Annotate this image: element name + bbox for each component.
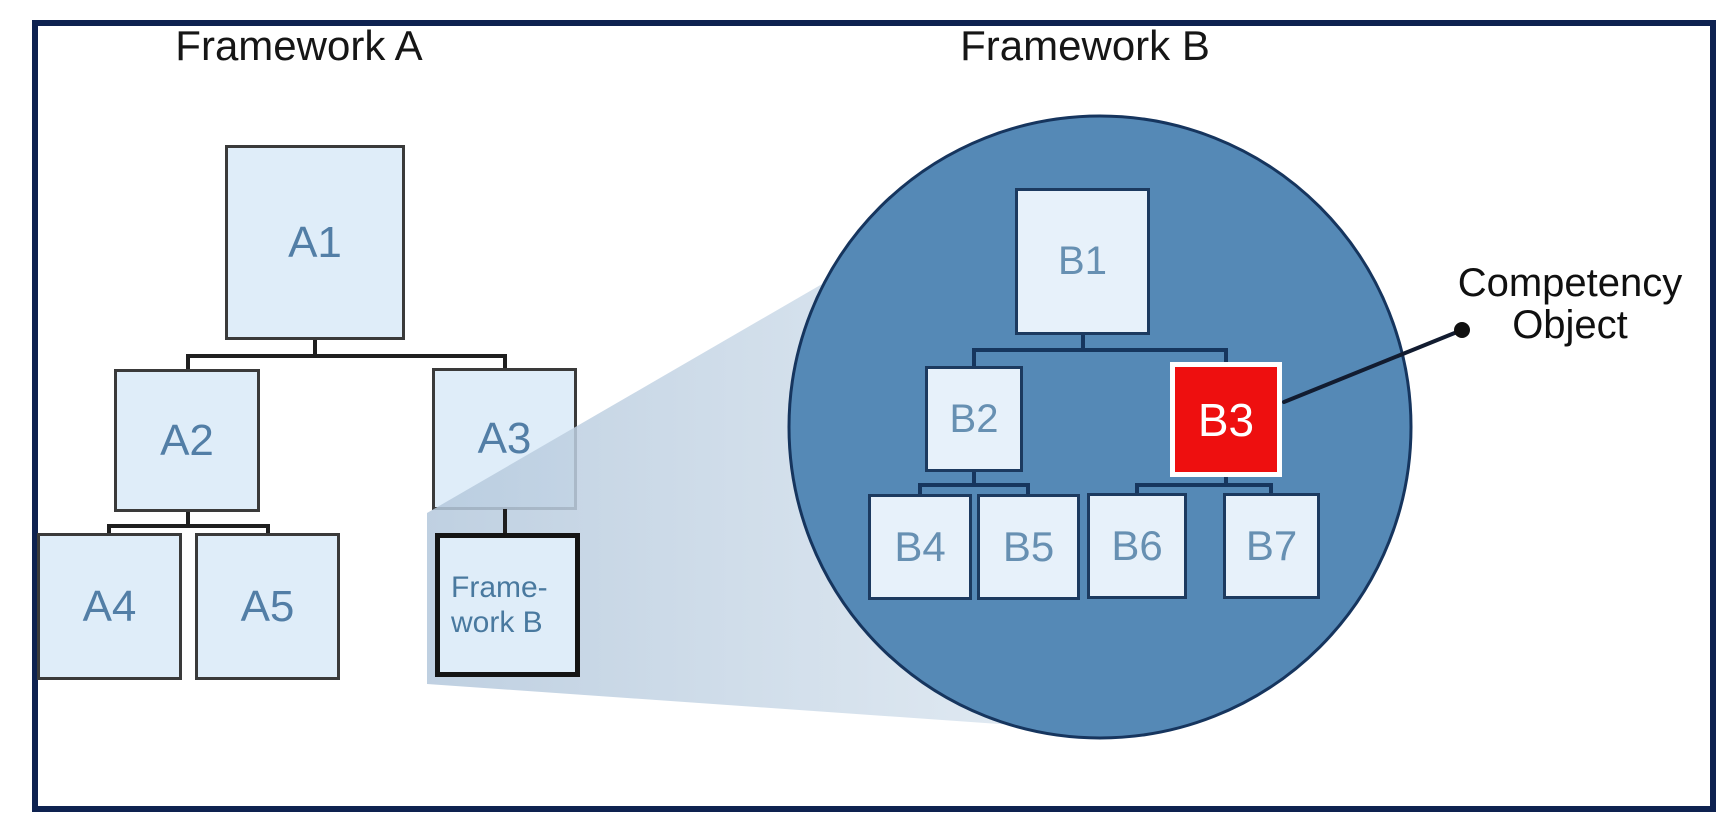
node-b6: B6 [1087, 493, 1187, 599]
node-b3-competency-object: B3 [1170, 362, 1282, 477]
node-b2-label: B2 [949, 396, 999, 441]
framework-b-title: Framework B [960, 22, 1210, 69]
node-a4-label: A4 [82, 581, 137, 631]
node-b5: B5 [977, 494, 1080, 600]
node-b3-label: B3 [1197, 393, 1255, 446]
subframework-label-line1: Frame- [451, 571, 548, 604]
node-b1-label: B1 [1058, 239, 1107, 283]
node-b2: B2 [925, 366, 1023, 472]
competency-object-label-line2: Object [1512, 303, 1628, 347]
node-a3: A3 [432, 368, 577, 510]
node-a5-label: A5 [240, 581, 295, 631]
framework-a-title: Framework A [175, 22, 423, 69]
node-subframework-b: Frame- work B [435, 533, 580, 677]
node-b4-label: B4 [894, 523, 946, 570]
competency-object-label: Competency Object [1425, 262, 1715, 346]
node-a2: A2 [114, 369, 260, 512]
node-a2-label: A2 [160, 415, 214, 465]
node-a4: A4 [37, 533, 182, 680]
competency-object-label-line1: Competency [1457, 261, 1683, 305]
node-a1-label: A1 [288, 217, 342, 267]
node-b1: B1 [1015, 188, 1150, 335]
node-a3-label: A3 [477, 414, 532, 463]
outer-border [32, 20, 1716, 812]
node-b7: B7 [1223, 493, 1320, 599]
node-b6-label: B6 [1111, 522, 1163, 569]
node-a5: A5 [195, 533, 340, 680]
node-b7-label: B7 [1245, 522, 1298, 569]
node-b4: B4 [868, 494, 972, 600]
node-b5-label: B5 [1002, 523, 1055, 570]
node-a1: A1 [225, 145, 405, 340]
subframework-label-line2: work B [451, 606, 543, 639]
